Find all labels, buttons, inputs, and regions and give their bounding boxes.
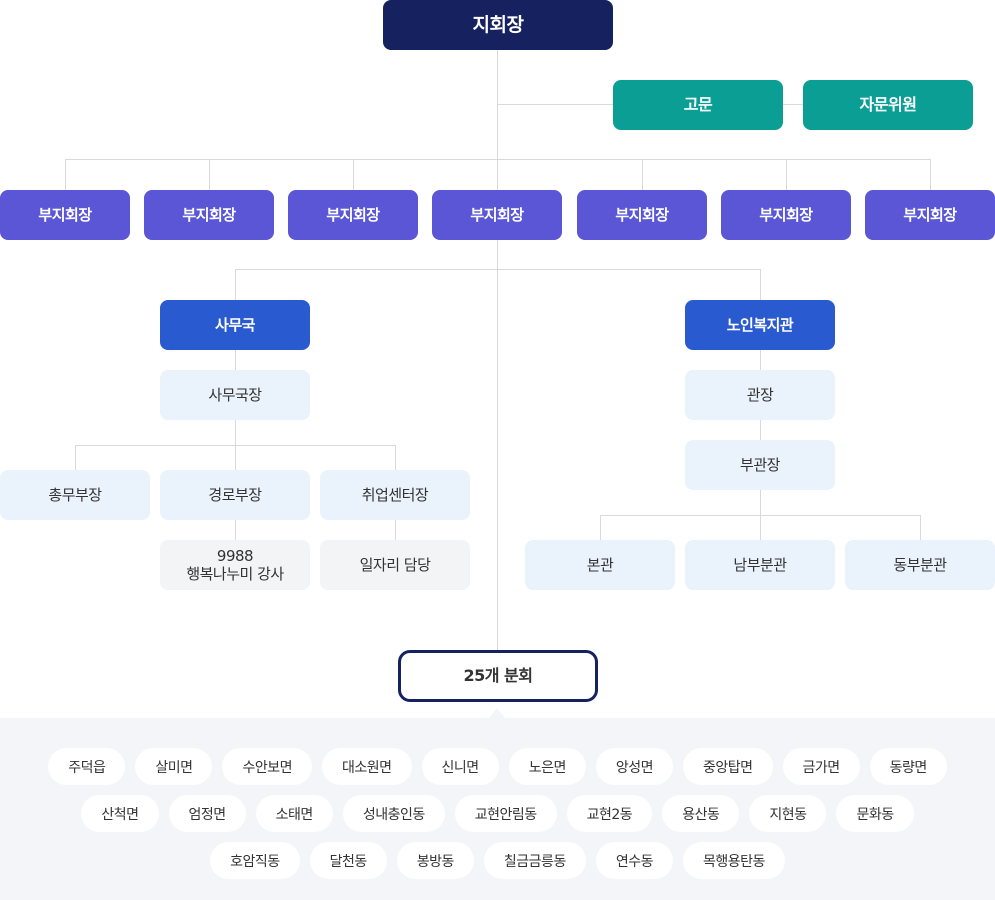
vice-president-node: 부지회장 — [0, 190, 130, 240]
connector — [497, 50, 498, 650]
branch-pill: 중앙탑면 — [682, 748, 773, 785]
connector — [75, 445, 396, 446]
branch-pill: 동량면 — [869, 748, 947, 785]
branch-pill: 용산동 — [662, 795, 740, 832]
connector — [600, 515, 601, 540]
connector — [235, 269, 761, 270]
main-branch-node: 본관 — [525, 540, 675, 590]
connector — [65, 159, 931, 160]
vice-president-node: 부지회장 — [288, 190, 418, 240]
branch-pill: 앙성면 — [595, 748, 673, 785]
connector — [75, 445, 76, 470]
branch-pill: 엄정면 — [168, 795, 246, 832]
branch-pill: 달천동 — [309, 842, 387, 879]
connector — [786, 159, 787, 190]
branch-pill: 신니면 — [421, 748, 499, 785]
branch-pill: 소태면 — [255, 795, 333, 832]
senior-affairs-node: 경로부장 — [160, 470, 310, 520]
job-manager-node: 일자리 담당 — [320, 540, 470, 590]
connector — [600, 515, 921, 516]
connector — [920, 515, 921, 540]
branch-pill: 봉방동 — [396, 842, 474, 879]
branch-pill: 연수동 — [595, 842, 673, 879]
connector — [760, 269, 761, 300]
employment-center-node: 취업센터장 — [320, 470, 470, 520]
panel-pointer — [489, 708, 505, 718]
branch-pill: 산척면 — [81, 795, 159, 832]
connector — [65, 159, 66, 190]
welfare-center-node: 노인복지관 — [685, 300, 835, 350]
advisor-node: 고문 — [613, 80, 783, 130]
connector — [235, 520, 236, 540]
vice-president-node: 부지회장 — [432, 190, 562, 240]
branch-pill: 문화동 — [836, 795, 914, 832]
head-node: 지회장 — [383, 0, 613, 50]
connector — [783, 104, 803, 105]
branch-pill: 살미면 — [135, 748, 213, 785]
south-branch-node: 남부분관 — [685, 540, 835, 590]
instructor-node: 9988 행복나누미 강사 — [160, 540, 310, 590]
branches-node: 25개 분회 — [398, 650, 598, 702]
connector — [497, 104, 613, 105]
connector — [930, 159, 931, 190]
secretariat-node: 사무국 — [160, 300, 310, 350]
secretariat-chief-node: 사무국장 — [160, 370, 310, 420]
advisory-committee-node: 자문위원 — [803, 80, 973, 130]
vice-president-node: 부지회장 — [865, 190, 995, 240]
vice-president-node: 부지회장 — [577, 190, 707, 240]
vice-president-node: 부지회장 — [721, 190, 851, 240]
branch-pill: 교현2동 — [566, 795, 653, 832]
branch-pill: 호암직동 — [210, 842, 300, 879]
branch-pill: 지현동 — [749, 795, 827, 832]
branch-pill: 교현안림동 — [454, 795, 557, 832]
deputy-director-node: 부관장 — [685, 440, 835, 490]
general-affairs-node: 총무부장 — [0, 470, 150, 520]
branch-pill: 금가면 — [782, 748, 860, 785]
branch-pill: 노은면 — [508, 748, 586, 785]
vice-president-node: 부지회장 — [144, 190, 274, 240]
branch-pill: 목행용탄동 — [682, 842, 785, 879]
branch-pill: 수안보면 — [222, 748, 313, 785]
connector — [353, 159, 354, 190]
connector — [209, 159, 210, 190]
connector — [642, 159, 643, 190]
east-branch-node: 동부분관 — [845, 540, 995, 590]
director-node: 관장 — [685, 370, 835, 420]
branch-pill: 성내충인동 — [342, 795, 445, 832]
branch-pill: 대소원면 — [322, 748, 412, 785]
connector — [235, 269, 236, 300]
branch-pill: 주덕읍 — [48, 748, 126, 785]
branch-pill: 칠금금릉동 — [483, 842, 586, 879]
